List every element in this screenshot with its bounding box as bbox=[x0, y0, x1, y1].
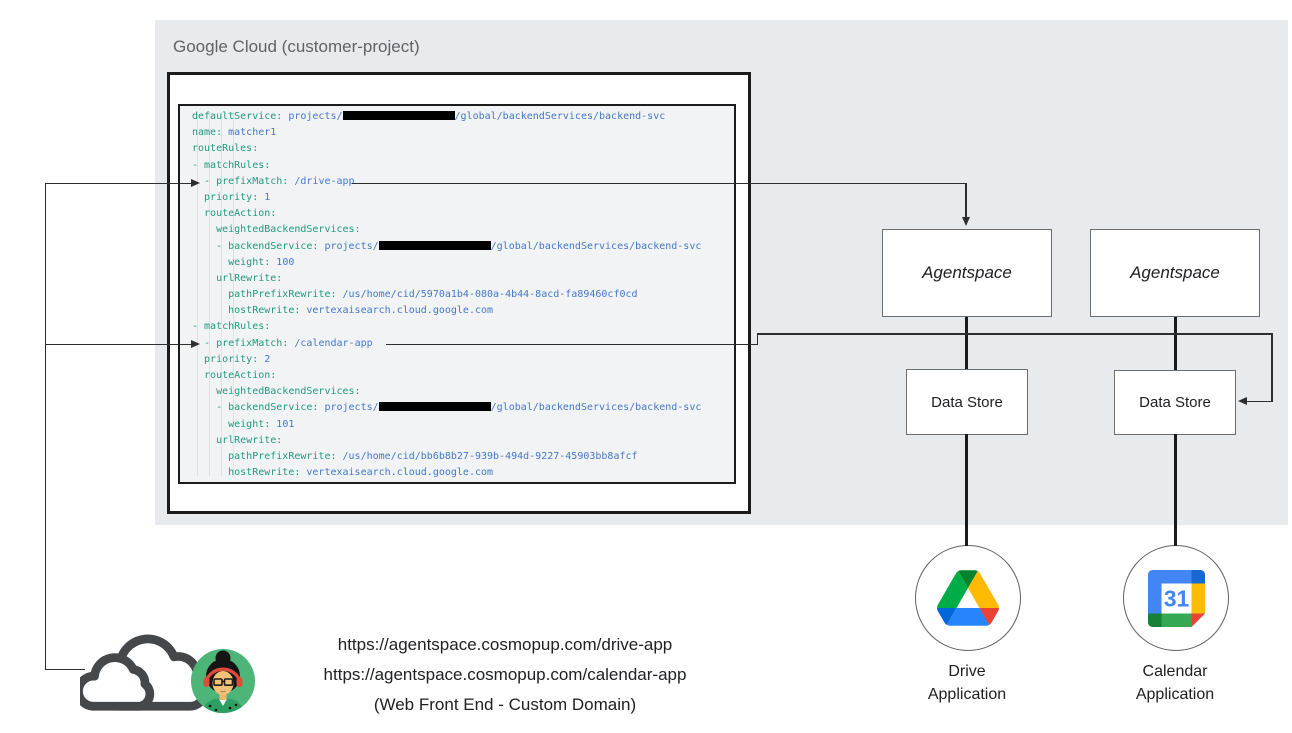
lb-config-code: defaultService: projects//global/backend… bbox=[192, 111, 702, 479]
connector-drive-route-v bbox=[965, 182, 967, 219]
calendar-app-label: Calendar Application bbox=[1135, 663, 1215, 703]
agentspace-drive-box: Agentspace bbox=[882, 229, 1052, 317]
connector-client-rail bbox=[44, 182, 46, 670]
link-agentspace-datastore-drive bbox=[965, 317, 968, 369]
agentspace-calendar-label: Agentspace bbox=[1130, 263, 1220, 282]
google-cloud-panel-label: Google Cloud (customer-project) bbox=[173, 37, 420, 56]
calendar-day-number: 31 bbox=[1163, 585, 1189, 611]
web-front-end-caption: (Web Front End - Custom Domain) bbox=[373, 695, 637, 714]
connector-calendar-route-h1 bbox=[386, 343, 758, 345]
arrowhead-datastore-calendar bbox=[1238, 396, 1247, 405]
connector-client-to-calendar-rule bbox=[44, 343, 192, 345]
google-calendar-icon: 31 bbox=[1147, 569, 1205, 627]
link-datastore-calendarapp bbox=[1173, 434, 1177, 546]
connector-rail-to-cloud bbox=[44, 668, 85, 670]
user-avatar-icon bbox=[191, 649, 255, 713]
arrowhead-agentspace-drive bbox=[961, 217, 970, 226]
indent-guide bbox=[209, 112, 210, 476]
drive-app-url: https://agentspace.cosmopup.com/drive-ap… bbox=[337, 635, 673, 654]
redacted-project-id bbox=[342, 111, 455, 120]
arrowhead-drive-rule bbox=[191, 178, 200, 187]
arrowhead-calendar-rule bbox=[191, 339, 200, 348]
agentspace-drive-label: Agentspace bbox=[922, 263, 1012, 282]
google-drive-icon bbox=[937, 570, 999, 626]
redacted-project-id bbox=[378, 240, 491, 250]
link-agentspace-datastore-calendar bbox=[1173, 317, 1177, 370]
agentspace-calendar-box: Agentspace bbox=[1090, 229, 1260, 317]
indent-guide bbox=[197, 112, 198, 476]
indent-guide bbox=[221, 112, 222, 476]
connector-client-to-drive-rule bbox=[44, 182, 192, 184]
datastore-drive-label: Data Store bbox=[931, 393, 1003, 411]
link-datastore-driveapp bbox=[965, 434, 968, 546]
redacted-project-id bbox=[378, 402, 491, 412]
datastore-drive-box: Data Store bbox=[906, 369, 1028, 435]
client-urls: https://agentspace.cosmopup.com/drive-ap… bbox=[320, 630, 690, 720]
connector-calendar-route-v bbox=[1271, 333, 1273, 402]
connector-drive-route-h bbox=[352, 182, 966, 184]
connector-calendar-route-h3 bbox=[1247, 400, 1273, 403]
datastore-calendar-label: Data Store bbox=[1139, 394, 1211, 411]
drive-app-circle bbox=[915, 545, 1021, 651]
indent-guide bbox=[233, 112, 234, 476]
datastore-calendar-box: Data Store bbox=[1114, 370, 1236, 435]
connector-calendar-route-h2 bbox=[756, 333, 1273, 335]
drive-app-label: Drive Application bbox=[927, 663, 1007, 703]
url-map-config-box: defaultService: projects//global/backend… bbox=[178, 104, 736, 484]
calendar-app-url: https://agentspace.cosmopup.com/calendar… bbox=[323, 665, 687, 684]
connector-calendar-route-jog bbox=[756, 333, 758, 345]
calendar-app-circle: 31 bbox=[1123, 545, 1229, 651]
